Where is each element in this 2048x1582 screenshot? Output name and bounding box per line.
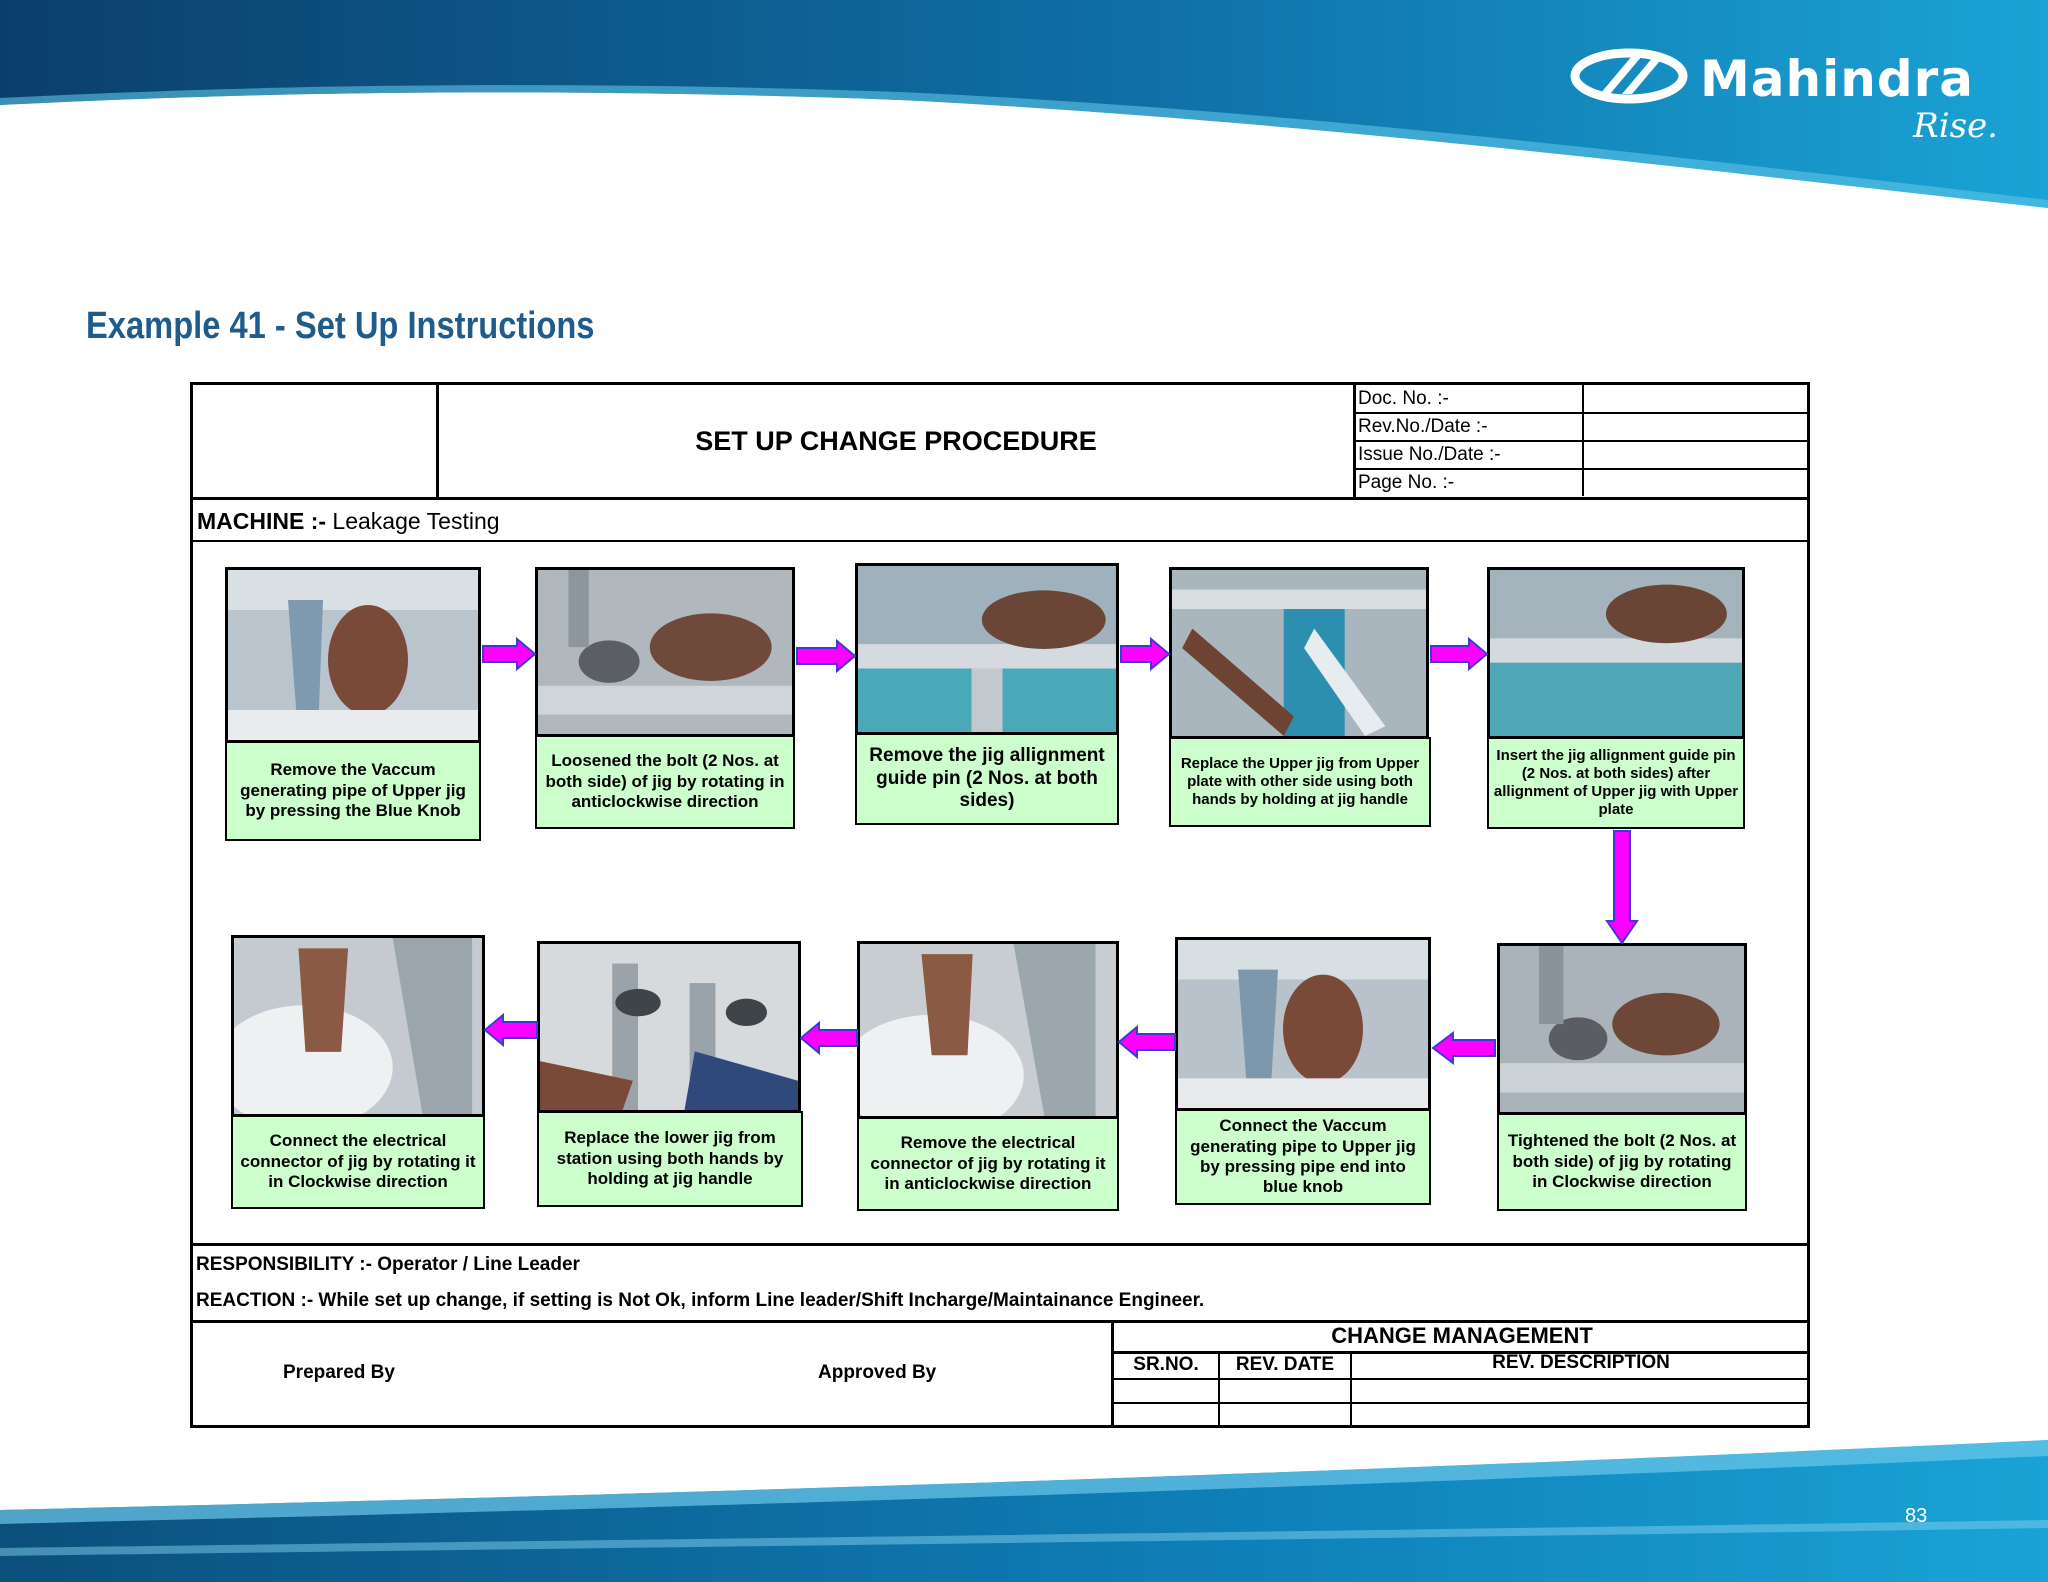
page-number: 83 <box>1905 1505 1928 1527</box>
arrow-down-icon <box>1605 830 1639 945</box>
sr-no-header: SR.NO. <box>1133 1354 1199 1375</box>
step-3-caption: Remove the jig allignment guide pin (2 N… <box>855 733 1119 825</box>
doc-no-row: Doc. No. :- <box>1356 385 1807 414</box>
step-9-caption: Replace the lower jig from station using… <box>537 1111 803 1207</box>
rev-no-row: Rev.No./Date :- <box>1356 413 1807 442</box>
step-3-image <box>858 566 1116 732</box>
rev-description-header: REV. DESCRIPTION <box>1492 1352 1670 1373</box>
step-7-photo <box>1175 937 1431 1111</box>
brand-name: Mahindra <box>1700 50 1975 108</box>
step-10-image <box>234 938 482 1114</box>
step-1-photo <box>225 567 481 743</box>
grid-line <box>1350 1351 1352 1425</box>
change-management-title: CHANGE MANAGEMENT <box>1114 1320 1810 1354</box>
step-10-photo <box>231 935 485 1117</box>
header-band <box>0 0 2048 208</box>
prepared-by-label: Prepared By <box>283 1362 395 1383</box>
company-logo-cell <box>193 385 439 497</box>
document-info-table: Doc. No. :- Rev.No./Date :- Issue No./Da… <box>1356 385 1807 497</box>
issue-no-row: Issue No./Date :- <box>1356 441 1807 470</box>
page-no-value <box>1582 469 1809 496</box>
issue-no-label: Issue No./Date :- <box>1358 444 1501 465</box>
change-management-table: CHANGE MANAGEMENT SR.NO. REV. DATE REV. … <box>1111 1320 1810 1425</box>
step-6-caption: Tightened the bolt (2 Nos. at both side)… <box>1497 1113 1747 1211</box>
responsibility-section: RESPONSIBILITY :- Operator / Line Leader… <box>193 1243 1807 1323</box>
slide-title: Example 41 - Set Up Instructions <box>86 305 595 347</box>
step-1-caption: Remove the Vaccum generating pipe of Upp… <box>225 741 481 841</box>
brand-tagline: Rise. <box>1913 106 1998 146</box>
step-9-photo <box>537 941 801 1113</box>
arrow-right-icon <box>482 637 537 671</box>
step-5-caption: Insert the jig allignment guide pin (2 N… <box>1487 737 1745 829</box>
mahindra-logo: Mahindra Rise. <box>1560 40 2010 150</box>
mahindra-emblem-icon <box>1570 48 1688 104</box>
rev-no-value <box>1582 413 1809 440</box>
page-no-row: Page No. :- <box>1356 469 1807 496</box>
step-8-caption: Remove the electrical connector of jig b… <box>857 1117 1119 1211</box>
step-7-image <box>1178 940 1428 1108</box>
arrow-left-icon <box>483 1013 538 1047</box>
step-5-image <box>1490 570 1742 736</box>
setup-change-procedure-sheet: SET UP CHANGE PROCEDURE Doc. No. :- Rev.… <box>190 382 1810 1428</box>
grid-line <box>1114 1378 1810 1380</box>
arrow-left-icon <box>1117 1025 1176 1059</box>
step-2-photo <box>535 567 795 737</box>
issue-no-value <box>1582 441 1809 468</box>
procedure-title: SET UP CHANGE PROCEDURE <box>439 385 1356 497</box>
arrow-right-icon <box>796 639 857 673</box>
step-8-image <box>860 944 1116 1116</box>
step-9-image <box>540 944 798 1110</box>
step-2-caption: Loosened the bolt (2 Nos. at both side) … <box>535 735 795 829</box>
machine-text: MACHINE :- Leakage Testing <box>197 508 500 535</box>
machine-label: MACHINE :- <box>197 508 327 534</box>
step-2-image <box>538 570 792 734</box>
arrow-right-icon <box>1430 637 1489 671</box>
step-5-photo <box>1487 567 1745 739</box>
responsibility-text: RESPONSIBILITY :- Operator / Line Leader <box>196 1254 580 1275</box>
grid-line <box>1114 1402 1810 1404</box>
reaction-text: REACTION :- While set up change, if sett… <box>196 1290 1205 1311</box>
doc-no-label: Doc. No. :- <box>1358 388 1449 409</box>
step-4-image <box>1172 570 1426 736</box>
step-7-caption: Connect the Vaccum generating pipe to Up… <box>1175 1109 1431 1205</box>
step-8-photo <box>857 941 1119 1119</box>
step-6-photo <box>1497 943 1747 1115</box>
footer-band <box>0 1440 2048 1582</box>
arrow-left-icon <box>1431 1031 1496 1065</box>
approved-by-label: Approved By <box>818 1362 937 1383</box>
grid-line <box>1218 1351 1220 1425</box>
arrow-left-icon <box>799 1021 858 1055</box>
footer-section: Prepared By Approved By CHANGE MANAGEMEN… <box>193 1320 1810 1425</box>
procedure-header: SET UP CHANGE PROCEDURE Doc. No. :- Rev.… <box>193 385 1807 500</box>
arrow-right-icon <box>1120 637 1171 671</box>
page-no-label: Page No. :- <box>1358 472 1455 493</box>
step-10-caption: Connect the electrical connector of jig … <box>231 1115 485 1209</box>
step-4-caption: Replace the Upper jig from Upper plate w… <box>1169 737 1431 827</box>
step-4-photo <box>1169 567 1429 739</box>
step-6-image <box>1500 946 1744 1112</box>
machine-row: MACHINE :- Leakage Testing <box>193 500 1807 542</box>
rev-no-label: Rev.No./Date :- <box>1358 416 1488 437</box>
doc-no-value <box>1582 385 1809 412</box>
machine-value: Leakage Testing <box>326 508 500 534</box>
step-3-photo <box>855 563 1119 735</box>
rev-date-header: REV. DATE <box>1235 1354 1335 1375</box>
step-1-image <box>228 570 478 740</box>
